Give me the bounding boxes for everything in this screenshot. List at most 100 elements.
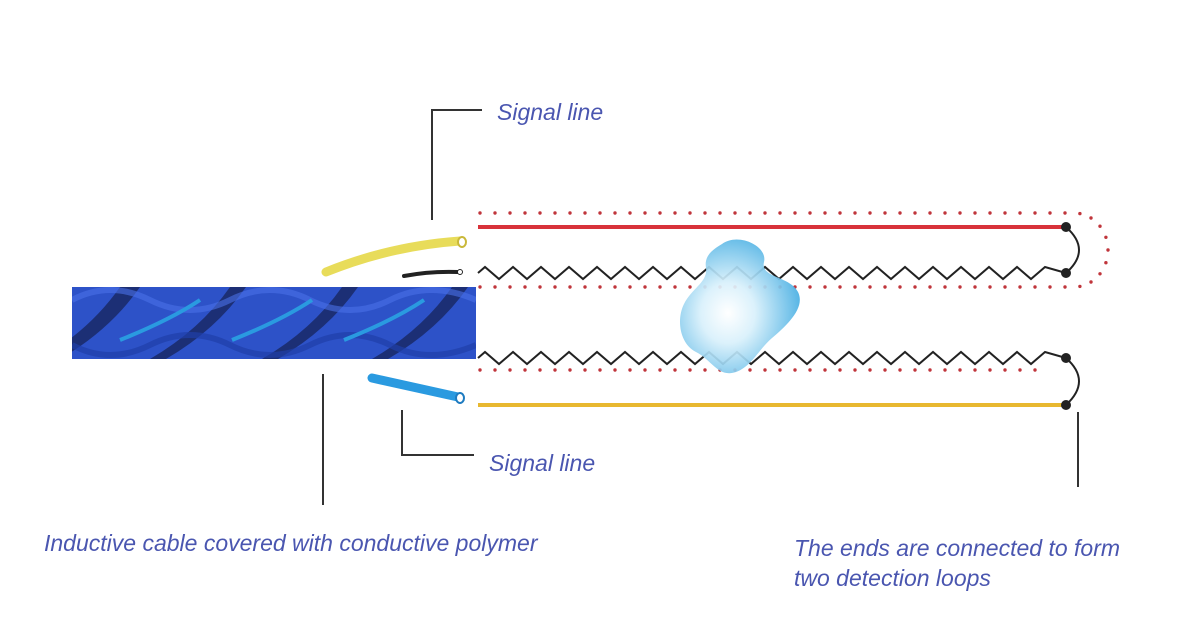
polymer-dot <box>478 211 482 215</box>
polymer-dot <box>688 285 692 289</box>
twisted-cable <box>72 287 476 359</box>
polymer-dot <box>808 285 812 289</box>
polymer-dot <box>883 285 887 289</box>
polymer-dot <box>493 368 497 372</box>
polymer-dot <box>928 368 932 372</box>
polymer-dot <box>943 285 947 289</box>
polymer-dot <box>868 285 872 289</box>
polymer-dot <box>763 368 767 372</box>
polymer-dot <box>943 211 947 215</box>
leader-signal-top <box>431 109 482 220</box>
polymer-dot <box>958 285 962 289</box>
polymer-dot <box>1003 211 1007 215</box>
leader-lines <box>322 109 1079 505</box>
polymer-dot <box>598 368 602 372</box>
polymer-dot <box>1104 261 1108 265</box>
polymer-dot <box>1018 368 1022 372</box>
polymer-dot <box>628 368 632 372</box>
polymer-dot <box>493 211 497 215</box>
polymer-dot <box>943 368 947 372</box>
polymer-dot <box>748 368 752 372</box>
polymer-dot <box>838 368 842 372</box>
polymer-dot <box>718 211 722 215</box>
detection-loop-upper <box>477 222 1080 281</box>
polymer-dot <box>898 368 902 372</box>
polymer-dot <box>673 368 677 372</box>
polymer-dot <box>628 285 632 289</box>
polymer-dot <box>763 211 767 215</box>
polymer-dot <box>868 368 872 372</box>
polymer-dot <box>688 211 692 215</box>
polymer-dot <box>673 211 677 215</box>
polymer-dot <box>1089 216 1093 220</box>
cable-twist-pattern <box>72 287 476 359</box>
polymer-dot <box>823 211 827 215</box>
polymer-dot <box>493 285 497 289</box>
detection-loops-label-line2: two detection loops <box>794 565 991 591</box>
polymer-dot <box>973 211 977 215</box>
polymer-dot <box>1033 368 1037 372</box>
polymer-dot <box>1106 248 1110 252</box>
polymer-dot <box>988 285 992 289</box>
polymer-dot <box>973 285 977 289</box>
polymer-dot <box>538 368 542 372</box>
polymer-dot <box>568 285 572 289</box>
polymer-dot <box>958 211 962 215</box>
terminal-node <box>1061 400 1071 410</box>
polymer-dot <box>523 211 527 215</box>
signal-line-label-top: Signal line <box>497 99 604 125</box>
polymer-dot <box>568 368 572 372</box>
polymer-dot <box>793 368 797 372</box>
polymer-dot <box>1098 224 1102 228</box>
polymer-dot <box>1033 211 1037 215</box>
polymer-dot <box>643 285 647 289</box>
polymer-dot <box>1078 284 1082 289</box>
polymer-dot <box>673 285 677 289</box>
polymer-dot <box>553 285 557 289</box>
polymer-dot <box>868 211 872 215</box>
signal-line-label-bottom: Signal line <box>489 450 596 476</box>
polymer-dot <box>928 285 932 289</box>
polymer-dot <box>778 368 782 372</box>
polymer-dot <box>538 285 542 289</box>
loop-connector-upper <box>1065 226 1080 274</box>
polymer-dot <box>1003 368 1007 372</box>
polymer-dot <box>688 368 692 372</box>
polymer-dot <box>823 368 827 372</box>
polymer-dot <box>853 211 857 215</box>
polymer-dot <box>898 285 902 289</box>
polymer-dot <box>808 211 812 215</box>
polymer-dot <box>703 211 707 215</box>
leader-signal-bottom <box>401 410 474 456</box>
polymer-dot <box>658 368 662 372</box>
polymer-dot <box>508 285 512 289</box>
cable-description-label: Inductive cable covered with conductive … <box>44 530 538 556</box>
polymer-dot <box>883 368 887 372</box>
terminal-node <box>1061 222 1071 232</box>
polymer-dot <box>643 368 647 372</box>
polymer-dot <box>1063 285 1067 289</box>
detection-loops-label: The ends are connected to form two detec… <box>794 533 1194 593</box>
polymer-dot <box>838 211 842 215</box>
detection-loops-label-line1: The ends are connected to form <box>794 535 1121 561</box>
polymer-dot <box>658 211 662 215</box>
polymer-dot <box>793 211 797 215</box>
loop-connector-lower <box>1065 357 1080 406</box>
polymer-dot <box>478 368 482 372</box>
resistive-wire-upper <box>477 265 1067 281</box>
polymer-dot <box>598 211 602 215</box>
polymer-dot <box>853 368 857 372</box>
polymer-dot <box>988 368 992 372</box>
conductive-polymer-outline <box>478 211 1110 372</box>
polymer-dot <box>988 211 992 215</box>
polymer-dot <box>643 211 647 215</box>
polymer-dot <box>913 211 917 215</box>
polymer-dot <box>898 211 902 215</box>
polymer-dot <box>628 211 632 215</box>
signal-wire-blue <box>367 373 465 404</box>
detection-loop-lower <box>477 350 1080 410</box>
polymer-dot <box>1104 235 1108 239</box>
polymer-dot <box>598 285 602 289</box>
polymer-dot <box>553 368 557 372</box>
